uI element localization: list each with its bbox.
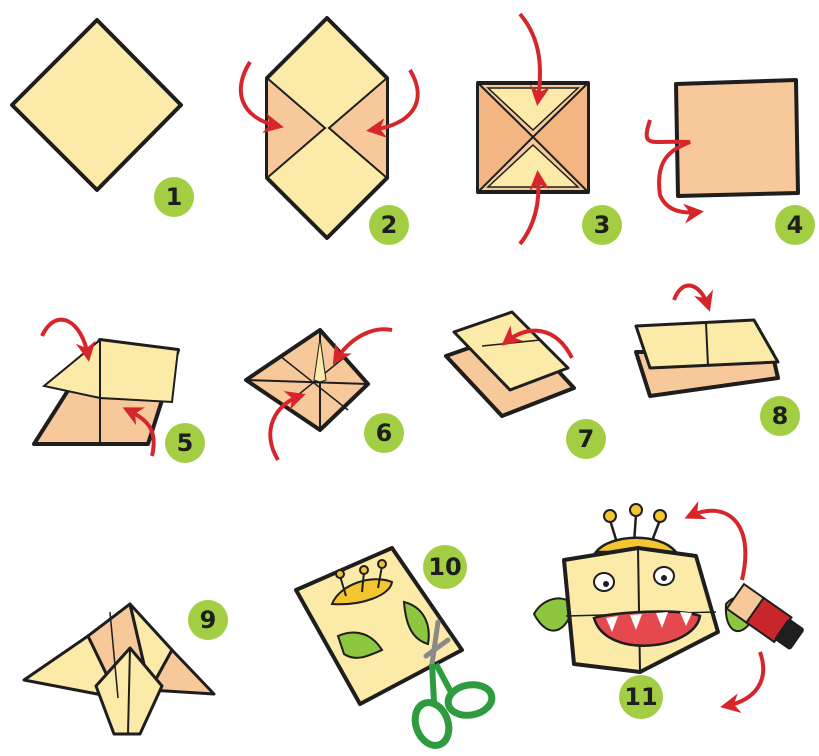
step-2 (241, 18, 418, 238)
monster-face-icon (534, 504, 753, 672)
step-badge-7: 7 (566, 419, 606, 459)
step-badge-4: 4 (775, 205, 815, 245)
step-badge-5: 5 (165, 423, 205, 463)
svg-text:2: 2 (381, 211, 398, 239)
step-badge-8: 8 (760, 396, 800, 436)
svg-text:5: 5 (177, 429, 194, 457)
svg-text:9: 9 (200, 606, 217, 634)
step-1 (12, 20, 181, 190)
fold-arrow-icon (42, 320, 88, 356)
step-badge-10: 10 (423, 545, 467, 589)
svg-text:7: 7 (578, 425, 595, 453)
step-8 (636, 286, 778, 396)
svg-text:8: 8 (772, 402, 789, 430)
step-7 (446, 312, 574, 416)
fold-arrow-icon (726, 652, 763, 706)
svg-text:6: 6 (376, 419, 393, 447)
step-badge-6: 6 (364, 413, 404, 453)
step-badge-9: 9 (188, 600, 228, 640)
svg-text:3: 3 (594, 211, 611, 239)
step-4 (647, 80, 798, 212)
glue-stick-icon (727, 584, 806, 652)
svg-text:11: 11 (624, 683, 657, 711)
step-10 (296, 548, 494, 750)
step-badge-11: 11 (619, 675, 663, 719)
svg-text:1: 1 (166, 183, 183, 211)
step-3 (478, 14, 588, 244)
step-badge-2: 2 (369, 205, 409, 245)
svg-text:4: 4 (787, 211, 804, 239)
svg-text:10: 10 (428, 553, 461, 581)
fold-arrow-icon (674, 286, 708, 306)
step-badge-1: 1 (154, 177, 194, 217)
step-9 (24, 604, 214, 734)
step-5 (34, 320, 178, 456)
step-11 (534, 504, 806, 706)
step-badge-3: 3 (582, 205, 622, 245)
